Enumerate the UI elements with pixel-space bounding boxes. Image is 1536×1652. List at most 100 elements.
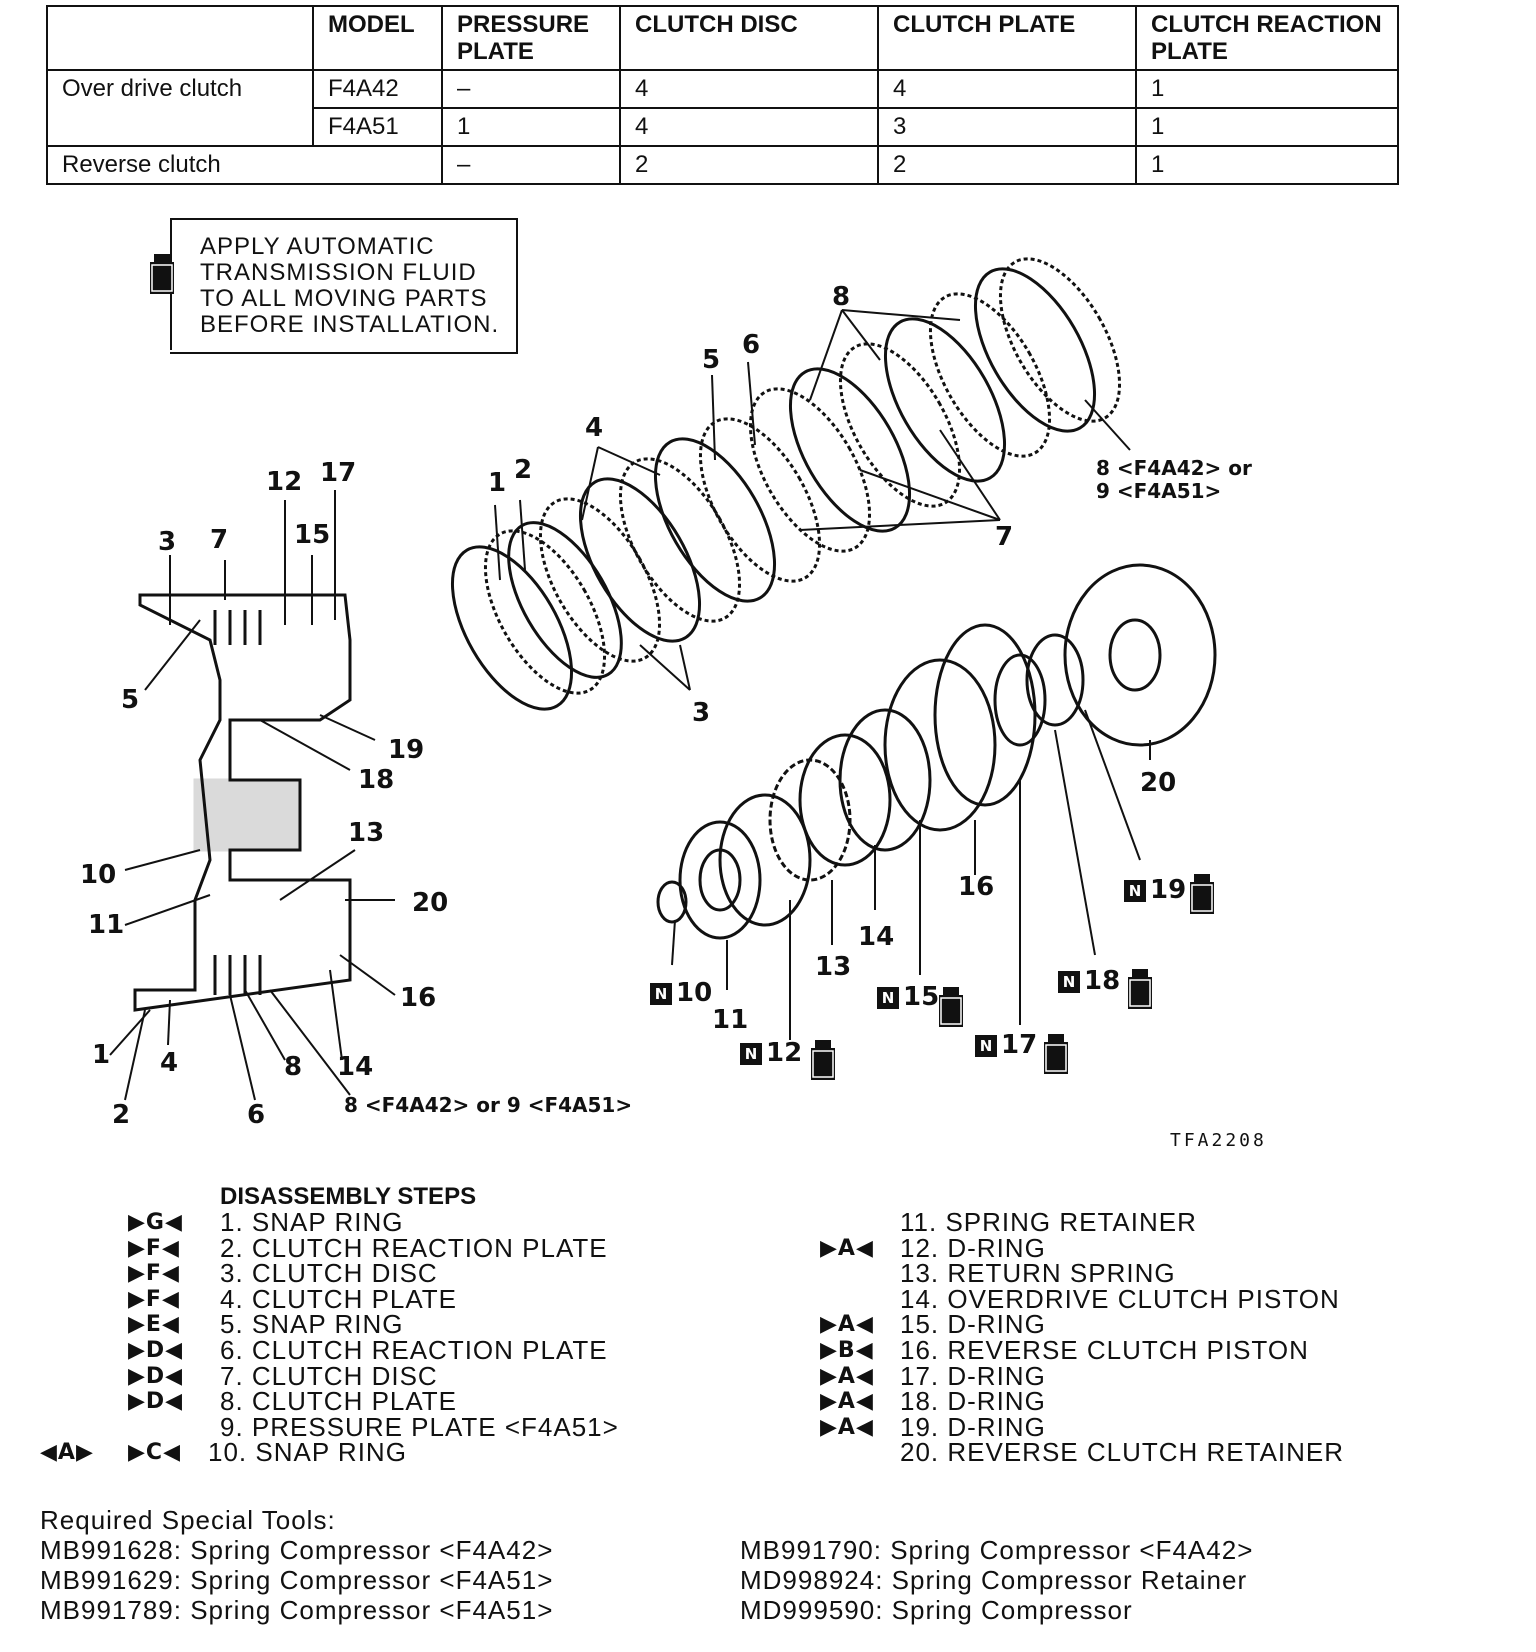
table-row: F4A51 1 4 3 1 bbox=[47, 107, 1399, 147]
section-callout-7: 7 bbox=[210, 525, 229, 555]
note-line: TRANSMISSION FLUID bbox=[200, 259, 477, 286]
list-item: ▶A◀ 12. D-RING bbox=[820, 1232, 1520, 1263]
step-mark: ▶A◀ bbox=[820, 1235, 874, 1261]
list-item: ▶A◀ 15. D-RING bbox=[820, 1312, 1520, 1338]
callout-7: 7 bbox=[995, 522, 1014, 552]
callout-5: 5 bbox=[702, 345, 721, 375]
step-text: 18. D-RING bbox=[900, 1386, 1046, 1417]
step-mark: ▶G◀ bbox=[128, 1210, 183, 1235]
new-part-badge: N bbox=[877, 986, 899, 1009]
tool-item: MB991790: Spring Compressor <F4A42> bbox=[740, 1535, 1254, 1565]
list-item: ▶D◀ 8. CLUTCH PLATE bbox=[40, 1386, 640, 1417]
list-item: ▶F◀ 4. CLUTCH PLATE bbox=[40, 1283, 640, 1314]
section-callout-6: 6 bbox=[247, 1100, 266, 1130]
callout-16: 16 bbox=[958, 872, 995, 902]
step-text: 7. CLUTCH DISC bbox=[220, 1360, 438, 1391]
step-mark: ▶A◀ bbox=[820, 1389, 874, 1415]
list-item: ▶E◀5. SNAP RING bbox=[40, 1312, 640, 1338]
table-header-clutch-disc: CLUTCH DISC bbox=[619, 5, 879, 71]
step-premark: ◀A▶ bbox=[40, 1440, 94, 1466]
oil-can-icon bbox=[1043, 1033, 1069, 1075]
table-cell-reaction-plate: 1 bbox=[1135, 69, 1399, 109]
list-item: ▶F◀2. CLUTCH REACTION PLATE bbox=[40, 1235, 640, 1262]
section-callout-1: 1 bbox=[92, 1040, 111, 1070]
step-mark: ▶A◀ bbox=[820, 1312, 874, 1338]
new-part-badge: N bbox=[740, 1042, 762, 1065]
step-text: 20. REVERSE CLUTCH RETAINER bbox=[900, 1437, 1345, 1468]
table-cell-clutch-plate: 2 bbox=[877, 145, 1137, 185]
table-cell-model: F4A42 bbox=[312, 69, 443, 109]
section-callout-17: 17 bbox=[320, 458, 357, 488]
step-mark: ▶D◀ bbox=[128, 1389, 184, 1415]
step-text: 11. SPRING RETAINER bbox=[900, 1207, 1197, 1237]
step-mark: ▶F◀ bbox=[128, 1235, 180, 1261]
section-callout-20: 20 bbox=[412, 888, 449, 918]
step-mark: ▶F◀ bbox=[128, 1286, 180, 1312]
table-cell-pressure-plate: – bbox=[441, 69, 621, 109]
step-mark: ▶B◀ bbox=[820, 1337, 874, 1363]
step-text: 14. OVERDRIVE CLUTCH PISTON bbox=[900, 1283, 1340, 1314]
piston-assembly bbox=[656, 563, 1217, 940]
table-cell-clutch-disc: 2 bbox=[619, 145, 879, 185]
oil-can-icon bbox=[1189, 873, 1215, 915]
step-text: 4. CLUTCH PLATE bbox=[220, 1283, 458, 1314]
step-text: 10. SNAP RING bbox=[208, 1437, 407, 1468]
table-cell-pressure-plate: – bbox=[441, 145, 621, 185]
new-part-badge: N bbox=[1124, 879, 1146, 902]
section-callout-2: 2 bbox=[112, 1100, 131, 1130]
callout-8-f4a42: 8 <F4A42> or bbox=[1096, 456, 1252, 480]
section-callout-14: 14 bbox=[337, 1052, 374, 1082]
leader-lines bbox=[109, 309, 1151, 1101]
tool-item: MD999590: Spring Compressor bbox=[740, 1595, 1133, 1625]
callout-1: 1 bbox=[488, 468, 507, 498]
list-item: ▶B◀16. REVERSE CLUTCH PISTON bbox=[820, 1337, 1520, 1364]
disassembly-steps-title: DISASSEMBLY STEPS bbox=[220, 1183, 477, 1210]
callout-9-f4a51: 9 <F4A51> bbox=[1096, 479, 1222, 503]
table-header-reaction-plate: CLUTCH REACTION PLATE bbox=[1135, 5, 1399, 71]
list-item: ▶A◀17. D-RING bbox=[820, 1360, 1520, 1391]
section-callout-19: 19 bbox=[388, 735, 425, 765]
callout-13: 13 bbox=[815, 952, 852, 982]
tools-title: Required Special Tools: bbox=[40, 1505, 336, 1535]
note-line: TO ALL MOVING PARTS bbox=[200, 285, 488, 312]
step-text: 6. CLUTCH REACTION PLATE bbox=[220, 1334, 608, 1365]
clutch-spec-table: MODEL PRESSURE PLATE CLUTCH DISC CLUTCH … bbox=[46, 5, 1399, 185]
list-item: ▶F◀ 3. CLUTCH DISC bbox=[40, 1258, 640, 1289]
section-callout-11: 11 bbox=[88, 910, 125, 940]
section-callout-18: 18 bbox=[358, 765, 395, 795]
note-line: BEFORE INSTALLATION. bbox=[200, 311, 500, 338]
step-mark: ▶F◀ bbox=[128, 1261, 180, 1287]
step-text: 12. D-RING bbox=[900, 1232, 1046, 1263]
callout-3: 3 bbox=[692, 698, 711, 728]
step-text: 1. SNAP RING bbox=[220, 1207, 404, 1237]
table-row: Over drive clutch F4A42 – 4 4 1 bbox=[46, 69, 1399, 147]
table-cell-clutch-plate: 3 bbox=[877, 107, 1137, 147]
oil-can-icon bbox=[938, 986, 964, 1028]
step-text: 3. CLUTCH DISC bbox=[220, 1258, 438, 1289]
table-header-row: MODEL PRESSURE PLATE CLUTCH DISC CLUTCH … bbox=[46, 5, 1399, 71]
step-text: 9. PRESSURE PLATE <F4A51> bbox=[220, 1411, 619, 1442]
step-text: 17. D-RING bbox=[900, 1360, 1046, 1391]
list-item: ▶G◀ 1. SNAP RING bbox=[40, 1207, 640, 1237]
tool-item: MB991629: Spring Compressor <F4A51> bbox=[40, 1565, 554, 1595]
step-text: 19. D-RING bbox=[900, 1411, 1046, 1442]
table-cell-group: Reverse clutch bbox=[46, 145, 443, 185]
step-text: 15. D-RING bbox=[900, 1309, 1046, 1340]
callout-8: 8 bbox=[832, 282, 851, 312]
steps-right-list: 11. SPRING RETAINER ▶A◀ 12. D-RING 13. RE… bbox=[820, 1207, 1520, 1466]
table-header-pressure-plate: PRESSURE PLATE bbox=[441, 5, 621, 71]
list-item: 14. OVERDRIVE CLUTCH PISTON bbox=[820, 1283, 1520, 1314]
step-mark: ▶D◀ bbox=[128, 1363, 184, 1389]
step-text: 8. CLUTCH PLATE bbox=[220, 1386, 458, 1417]
new-part-badge: N bbox=[1058, 970, 1080, 993]
step-text: 13. RETURN SPRING bbox=[900, 1258, 1176, 1289]
list-item: ◀A▶▶C◀10. SNAP RING bbox=[40, 1440, 640, 1466]
oil-can-icon bbox=[149, 253, 175, 295]
list-item: 20. REVERSE CLUTCH RETAINER bbox=[820, 1440, 1520, 1466]
table-cell-clutch-plate: 4 bbox=[877, 69, 1137, 109]
